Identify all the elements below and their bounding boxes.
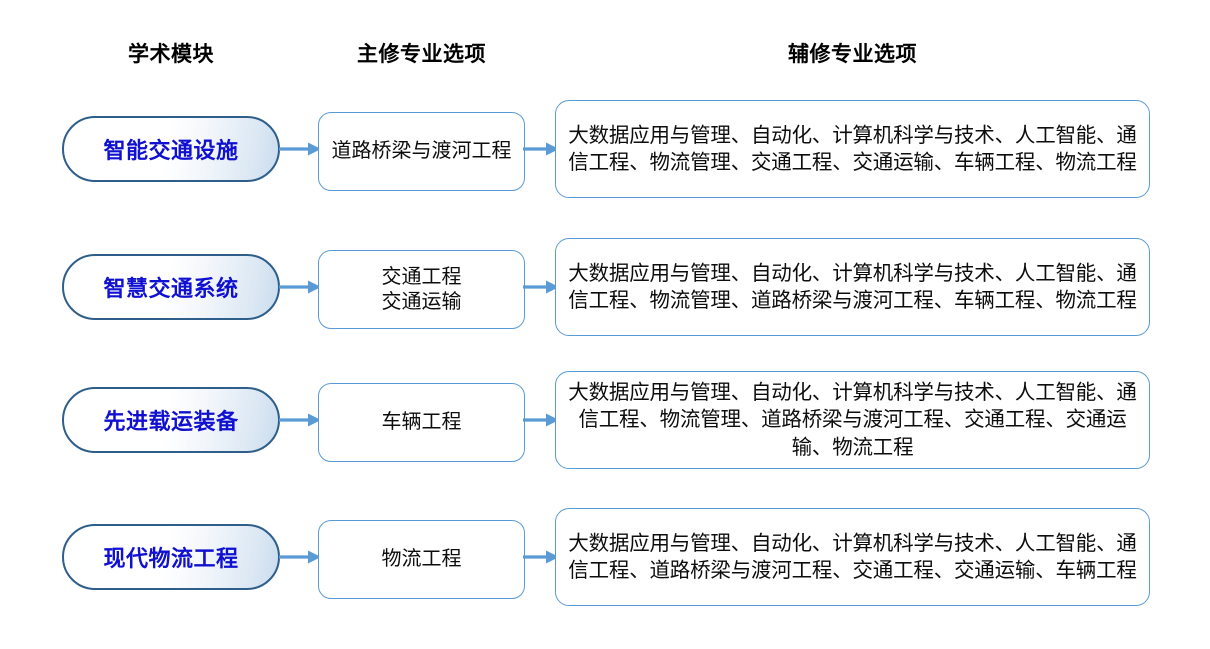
minor-box-label: 大数据应用与管理、自动化、计算机科学与技术、人工智能、通信工程、物流管理、道路桥… <box>568 381 1137 459</box>
minor-box-label: 大数据应用与管理、自动化、计算机科学与技术、人工智能、通信工程、道路桥梁与渡河工… <box>568 531 1137 582</box>
minor-box[interactable]: 大数据应用与管理、自动化、计算机科学与技术、人工智能、通信工程、道路桥梁与渡河工… <box>555 508 1150 606</box>
minor-box[interactable]: 大数据应用与管理、自动化、计算机科学与技术、人工智能、通信工程、物流管理、道路桥… <box>555 238 1150 336</box>
module-pill-label: 现代物流工程 <box>103 546 239 571</box>
diagram-row: 智慧交通系统 交通工程交通运输 大数据应用与管理、自动化、计算机科学与技术、人工… <box>0 230 1210 340</box>
minor-box-label: 大数据应用与管理、自动化、计算机科学与技术、人工智能、通信工程、物流管理、交通工… <box>568 123 1137 174</box>
minor-box[interactable]: 大数据应用与管理、自动化、计算机科学与技术、人工智能、通信工程、物流管理、交通工… <box>555 100 1150 198</box>
diagram-row: 先进载运装备 车辆工程 大数据应用与管理、自动化、计算机科学与技术、人工智能、通… <box>0 363 1210 473</box>
arrow-major-to-minor <box>523 277 559 297</box>
module-pill-label: 智慧交通系统 <box>103 276 239 301</box>
module-pill-label: 先进载运装备 <box>103 409 239 434</box>
arrow-major-to-minor <box>523 139 559 159</box>
major-box[interactable]: 道路桥梁与渡河工程 <box>318 112 525 191</box>
module-pill-label: 智能交通设施 <box>103 138 239 163</box>
major-box[interactable]: 交通工程交通运输 <box>318 250 525 329</box>
module-pill[interactable]: 先进载运装备 <box>62 387 280 453</box>
column-header-minor: 辅修专业选项 <box>788 43 917 66</box>
arrow-major-to-minor <box>523 410 559 430</box>
arrow-module-to-major <box>279 410 321 430</box>
minor-box[interactable]: 大数据应用与管理、自动化、计算机科学与技术、人工智能、通信工程、物流管理、道路桥… <box>555 371 1150 469</box>
module-pill[interactable]: 智能交通设施 <box>62 116 280 182</box>
module-pill[interactable]: 智慧交通系统 <box>62 254 280 320</box>
column-header-module: 学术模块 <box>128 43 214 66</box>
major-box-label: 车辆工程 <box>381 411 462 434</box>
major-box-label: 交通工程交通运输 <box>381 266 462 313</box>
minor-box-label: 大数据应用与管理、自动化、计算机科学与技术、人工智能、通信工程、物流管理、道路桥… <box>568 261 1137 312</box>
major-box[interactable]: 物流工程 <box>318 520 525 599</box>
major-box-label: 道路桥梁与渡河工程 <box>331 140 512 163</box>
arrow-major-to-minor <box>523 547 559 567</box>
arrow-module-to-major <box>279 139 321 159</box>
major-box[interactable]: 车辆工程 <box>318 383 525 462</box>
arrow-module-to-major <box>279 547 321 567</box>
major-box-label: 物流工程 <box>381 548 462 571</box>
module-pill[interactable]: 现代物流工程 <box>62 524 280 590</box>
arrow-module-to-major <box>279 277 321 297</box>
diagram-row: 智能交通设施 道路桥梁与渡河工程 大数据应用与管理、自动化、计算机科学与技术、人… <box>0 92 1210 202</box>
diagram-row: 现代物流工程 物流工程 大数据应用与管理、自动化、计算机科学与技术、人工智能、通… <box>0 500 1210 610</box>
column-header-major: 主修专业选项 <box>357 43 486 66</box>
